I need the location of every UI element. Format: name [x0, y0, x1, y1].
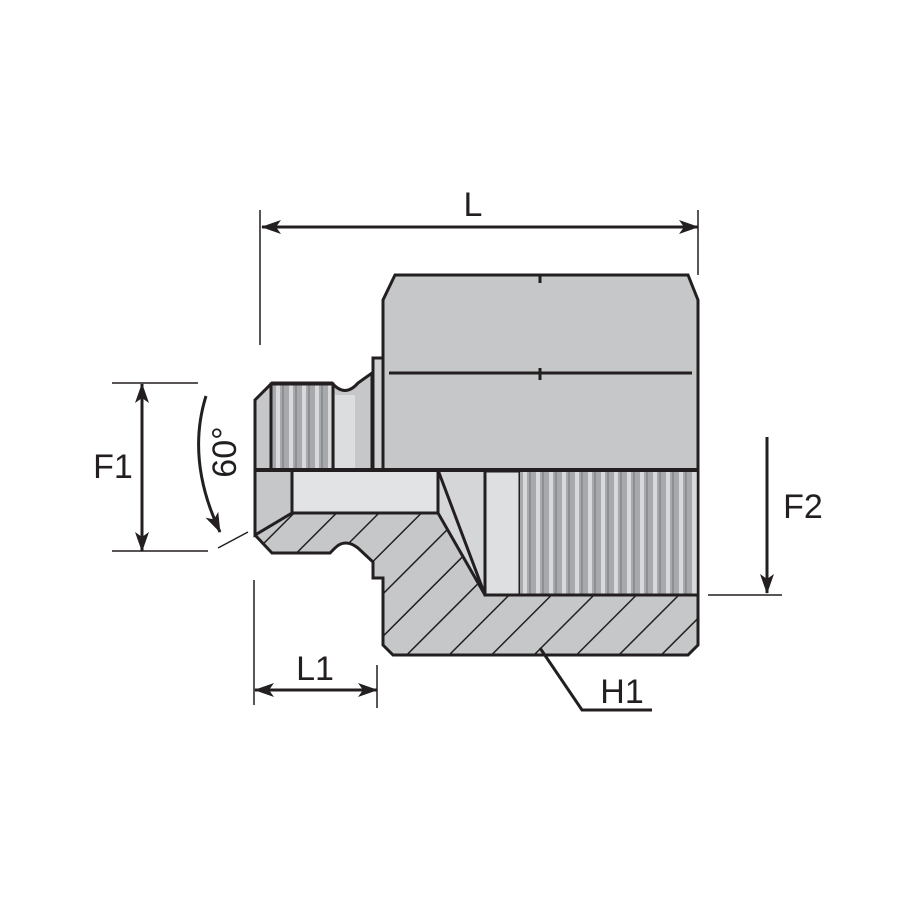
label-angle: 60° [206, 426, 244, 477]
label-l: L [464, 186, 483, 224]
label-h1: H1 [600, 673, 643, 711]
label-f1: F1 [93, 448, 133, 486]
label-f2: F2 [783, 488, 823, 526]
flange [371, 356, 385, 472]
bore [290, 468, 440, 515]
angle-arc [197, 395, 222, 533]
female-thread [520, 471, 697, 595]
male-thread [269, 382, 335, 472]
label-l1: L1 [296, 650, 334, 688]
h1-leader [538, 647, 652, 712]
